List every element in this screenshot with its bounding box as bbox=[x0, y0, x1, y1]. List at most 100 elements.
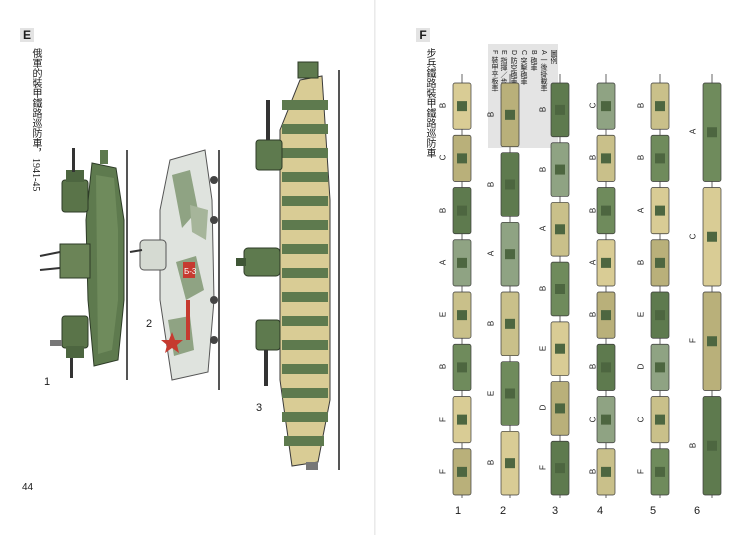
car-type-letter: F bbox=[438, 416, 448, 422]
car-type-letter: B bbox=[636, 102, 646, 109]
train-car-turret bbox=[505, 388, 515, 399]
train-number-4: 4 bbox=[597, 505, 604, 517]
car-type-letter: B bbox=[486, 459, 496, 466]
vehicle-number-1: 1 bbox=[44, 376, 51, 388]
train-car-turret bbox=[457, 257, 467, 268]
train-car-turret bbox=[555, 104, 565, 115]
train-car-turret bbox=[655, 414, 665, 425]
car-type-letter: B bbox=[438, 102, 448, 109]
car-type-letter: A bbox=[588, 259, 598, 266]
car-type-letter: B bbox=[588, 155, 598, 161]
car-type-letter: B bbox=[486, 181, 496, 187]
train-number-5: 5 bbox=[650, 505, 657, 517]
train-car-turret bbox=[707, 336, 717, 347]
legend-entry-b: B 砲車 bbox=[530, 50, 537, 71]
train-car-turret bbox=[655, 466, 665, 477]
car-type-letter: A bbox=[688, 129, 698, 135]
train-car-turret bbox=[655, 257, 665, 268]
train-car-turret bbox=[555, 224, 565, 235]
car-type-letter: A bbox=[538, 226, 548, 232]
car-type-letter: B bbox=[588, 311, 598, 318]
car-type-letter: E bbox=[486, 390, 496, 396]
legend-heading: 圖例 bbox=[550, 50, 557, 64]
right-plate-title: 步兵鐵路裝甲鐵路巡防車 bbox=[424, 48, 435, 158]
car-type-letter: C bbox=[588, 416, 598, 423]
train-car-turret bbox=[655, 153, 665, 164]
train-car-turret bbox=[457, 362, 467, 373]
left-plate-title: 俄軍的裝甲鐵路巡防車，1941-45 bbox=[30, 48, 41, 192]
train-car-turret bbox=[707, 231, 717, 242]
train-car-turret bbox=[457, 414, 467, 425]
train-car-turret bbox=[457, 205, 467, 216]
train-car-turret bbox=[555, 343, 565, 354]
legend-entry-a: A 一後掛載車 bbox=[540, 50, 547, 92]
train-car-turret bbox=[555, 403, 565, 414]
train-car-turret bbox=[505, 249, 515, 260]
armored-car-striped-illustration bbox=[236, 61, 340, 470]
car-type-letter: F bbox=[538, 465, 548, 471]
train-car-turret bbox=[457, 310, 467, 321]
legend-entry-f: F 裝甲平板車 bbox=[491, 50, 498, 92]
legend-box: 圖例 A 一後掛載車 B 砲車 C 突擊砲車 D 防空砲車／火箭砲 E 指揮／步… bbox=[488, 44, 558, 148]
car-type-letter: F bbox=[688, 338, 698, 344]
train-car-turret bbox=[707, 127, 717, 138]
train-car-turret bbox=[505, 179, 515, 190]
train-car-turret bbox=[707, 440, 717, 451]
car-type-letter: B bbox=[588, 468, 598, 475]
page-number: 44 bbox=[22, 482, 34, 493]
train-car-turret bbox=[655, 310, 665, 321]
train-car-turret bbox=[601, 310, 611, 321]
car-type-letter: B bbox=[538, 166, 548, 172]
car-type-letter: B bbox=[486, 320, 496, 326]
car-type-letter: C bbox=[636, 416, 646, 423]
armored-railcar-green-illustration bbox=[39, 148, 128, 380]
legend-entry-d: D 防空砲車／火箭砲 bbox=[510, 50, 517, 113]
plate-letter-e: E bbox=[20, 28, 34, 42]
train-car-turret bbox=[601, 205, 611, 216]
car-type-letter: D bbox=[636, 363, 646, 370]
car-type-letter: D bbox=[538, 405, 548, 411]
car-type-letter: C bbox=[588, 102, 598, 109]
train-car-turret bbox=[457, 466, 467, 477]
car-type-letter: A bbox=[636, 207, 646, 213]
car-type-letter: A bbox=[486, 250, 496, 257]
train-number-1: 1 bbox=[455, 505, 462, 517]
car-type-letter: C bbox=[688, 233, 698, 240]
plate-letter-f: F bbox=[416, 28, 430, 42]
train-car-turret bbox=[555, 463, 565, 474]
car-type-letter: B bbox=[538, 106, 548, 113]
car-type-letter: B bbox=[538, 285, 548, 292]
train-car-turret bbox=[655, 205, 665, 216]
train-car-turret bbox=[601, 153, 611, 164]
train-car-turret bbox=[601, 362, 611, 373]
train-car-turret bbox=[505, 109, 515, 120]
train-car-turret bbox=[555, 284, 565, 294]
car-type-letter: B bbox=[438, 207, 448, 213]
car-type-letter: B bbox=[636, 259, 646, 266]
train-car-turret bbox=[555, 164, 565, 175]
train-number-3: 3 bbox=[552, 505, 559, 517]
train-car-turret bbox=[601, 257, 611, 268]
train-car-turret bbox=[655, 362, 665, 373]
train-car-turret bbox=[601, 466, 611, 477]
car-type-letter: B bbox=[688, 442, 698, 448]
train-car-turret bbox=[457, 153, 467, 164]
train-car-turret bbox=[505, 318, 515, 329]
train-car-turret bbox=[601, 414, 611, 425]
car-type-letter: E bbox=[438, 311, 448, 318]
train-car-turret bbox=[505, 458, 515, 469]
train-car-turret bbox=[457, 101, 467, 112]
car-type-letter: B bbox=[588, 207, 598, 213]
car-type-letter: B bbox=[438, 364, 448, 370]
train-car-turret bbox=[655, 101, 665, 112]
vehicle-number-3: 3 bbox=[256, 402, 263, 414]
car-type-letter: E bbox=[636, 311, 646, 318]
vehicle-2-marking: Б-3 bbox=[184, 267, 197, 276]
train-number-2: 2 bbox=[500, 505, 507, 517]
car-type-letter: A bbox=[438, 259, 448, 266]
car-type-letter: E bbox=[538, 345, 548, 351]
car-type-letter: F bbox=[636, 468, 646, 474]
page-gutter bbox=[374, 0, 376, 535]
car-type-letter: B bbox=[486, 111, 496, 117]
